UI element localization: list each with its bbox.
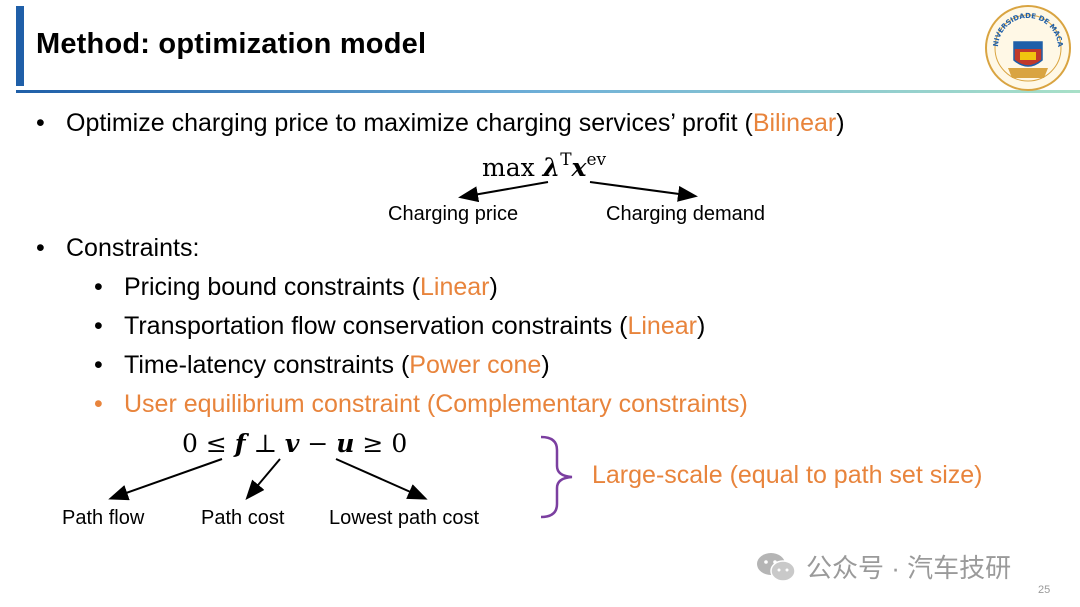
arrow-to-path-flow [108, 458, 223, 501]
u-symbol: u [336, 429, 355, 458]
path-cost-label: Path cost [201, 507, 285, 529]
constraint-item: • Transportation flow conservation const… [94, 312, 706, 340]
curly-brace [540, 435, 573, 519]
charging-price-label: Charging price [388, 203, 519, 225]
slide-title: Method: optimization model [36, 28, 427, 60]
equilibrium-constraint-item: • User equilibrium constraint (Complemen… [94, 390, 748, 418]
watermark-text: 公众号 · 汽车技研 [806, 553, 1012, 583]
university-seal-icon: UNIVERSIDADE DE MACAU [984, 4, 1071, 91]
bilinear-highlight: Bilinear [752, 109, 837, 137]
lowest-path-cost-label: Lowest path cost [329, 507, 480, 529]
page-number: 25 [1038, 584, 1051, 596]
objective-text: Optimize charging price to maximize char… [66, 109, 753, 137]
arrow-to-charging-price [458, 181, 549, 203]
f-symbol: f [234, 429, 246, 458]
constraint-item: • Time-latency constraints (Power cone) [94, 351, 550, 379]
arrow-to-charging-demand [589, 181, 698, 202]
watermark: 公众号 · 汽车技研 [756, 548, 1011, 585]
v-symbol: v [284, 429, 300, 458]
title-accent-bar [16, 6, 24, 86]
title-rule [16, 90, 1080, 93]
arrow-to-lowest-path-cost [335, 458, 428, 500]
arrow-to-path-cost [245, 458, 281, 501]
objective-bullet: • Optimize charging price to maximize ch… [36, 109, 845, 137]
x-symbol: x [571, 153, 587, 182]
path-flow-label: Path flow [62, 507, 145, 529]
complementarity-equation: 0 ≤ f ⊥ v − u ≥ 0 [182, 429, 408, 458]
large-scale-note: Large-scale (equal to path set size) [592, 461, 983, 489]
constraint-item: • Pricing bound constraints (Linear) [94, 273, 498, 301]
constraints-bullet: • Constraints: [36, 234, 200, 262]
objective-equation: max λTxev [482, 150, 607, 182]
charging-demand-label: Charging demand [606, 203, 765, 225]
lambda-symbol: λ [542, 153, 561, 182]
wechat-icon [757, 552, 796, 582]
constraints-heading: Constraints: [66, 234, 200, 262]
